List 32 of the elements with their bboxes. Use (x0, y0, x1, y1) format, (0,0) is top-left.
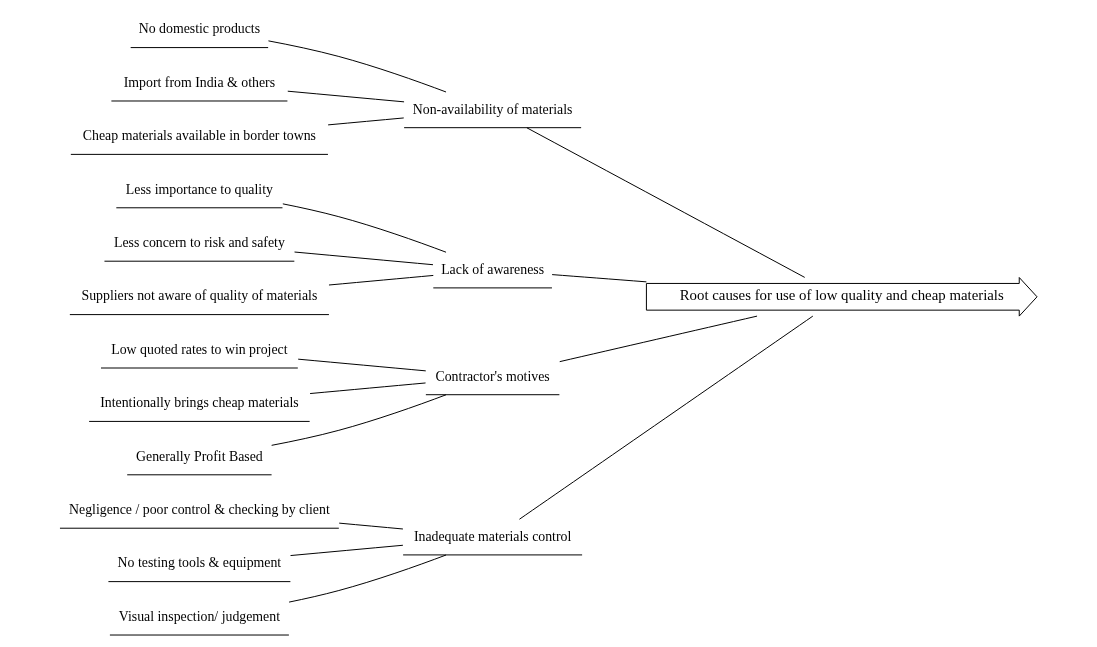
node-text: No domestic products (138, 21, 261, 37)
connector (309, 382, 427, 395)
node-text: Cheap materials available in border towns (82, 128, 316, 144)
node-text: Less concern to risk and safety (113, 235, 285, 251)
node-text: Inadequate materials control (413, 528, 572, 544)
node-text: Low quoted rates to win project (111, 341, 288, 357)
connector (271, 394, 447, 446)
connector (294, 251, 434, 266)
node-text: Contractor's motives (435, 368, 550, 384)
connector (287, 90, 405, 103)
node-text: Negligence / poor control & checking by client (69, 502, 330, 518)
connector (288, 554, 447, 603)
connector (290, 544, 404, 557)
connector (297, 358, 427, 372)
node-text: Non-availability of materials (412, 101, 573, 117)
node-text: Visual inspection/ judgement (118, 608, 281, 624)
connector (559, 315, 758, 363)
connector (267, 40, 447, 93)
connector (338, 522, 404, 530)
node-text: Lack of awareness (441, 261, 545, 277)
node-text: No testing tools & equipment (117, 555, 282, 571)
connector (282, 203, 447, 253)
node-text: Generally Profit Based (136, 448, 263, 464)
node-text: Less importance to quality (125, 181, 273, 197)
connector (518, 315, 814, 520)
node-text: Import from India & others (123, 74, 276, 90)
node-text: Intentionally brings cheap materials (100, 395, 299, 411)
connector (327, 117, 405, 126)
connector (328, 274, 434, 286)
connector (551, 274, 647, 283)
connector (526, 127, 806, 278)
node-text: Suppliers not aware of quality of materials (81, 288, 318, 304)
